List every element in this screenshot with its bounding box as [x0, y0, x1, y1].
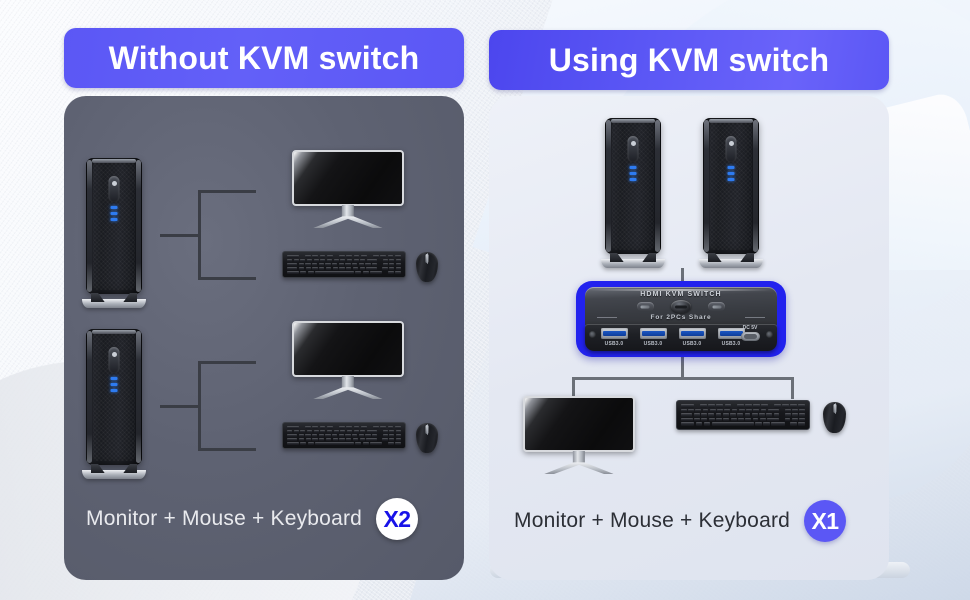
- connector-line: [160, 405, 200, 408]
- mouse: [416, 423, 438, 453]
- badge-quantity-left: X2: [376, 498, 419, 540]
- kvm-front-face: USB3.0 USB3.0 USB3.0 USB3.0 DC 5V: [585, 324, 777, 351]
- usb-port-4-label: USB3.0: [721, 341, 741, 347]
- kvm-selector-knob[interactable]: [671, 300, 691, 313]
- pc-tower: [698, 118, 764, 268]
- badge-quantity-right: X1: [804, 500, 847, 542]
- connector-line: [198, 361, 201, 451]
- keyboard: [676, 400, 810, 430]
- kvm-screw-left: [589, 331, 596, 338]
- connector-line: [572, 377, 794, 380]
- kvm-title-label: HDMI KVM SWITCH: [640, 291, 722, 298]
- dc-power-label: DC 5V: [742, 325, 758, 331]
- caption-right-text: Monitor + Mouse + Keyboard: [514, 509, 791, 532]
- header-without-kvm: Without KVM switch: [64, 28, 464, 88]
- usb-port-1-label: USB3.0: [604, 341, 624, 347]
- kvm-subtitle-rule-left: [597, 317, 617, 318]
- kvm-top-face: HDMI KVM SWITCH For 2PCs Share: [585, 287, 777, 327]
- monitor: [292, 150, 404, 228]
- connector-line: [198, 361, 256, 364]
- caption-left-text: Monitor + Mouse + Keyboard: [86, 507, 363, 530]
- connector-line: [198, 190, 201, 280]
- mouse: [823, 402, 846, 433]
- connector-line: [160, 234, 200, 237]
- monitor: [292, 321, 404, 399]
- dc-power-port[interactable]: [741, 332, 760, 341]
- kvm-subtitle-label: For 2PCs Share: [650, 314, 712, 321]
- pc-tower: [600, 118, 666, 268]
- mouse: [416, 252, 438, 282]
- pc-tower: [81, 329, 147, 479]
- caption-using-kvm: Monitor + Mouse + Keyboard X1: [514, 500, 847, 542]
- caption-without-kvm: Monitor + Mouse + Keyboard X2: [86, 498, 419, 540]
- kvm-screw-right: [766, 331, 773, 338]
- usb-port-2-label: USB3.0: [643, 341, 663, 347]
- pc-tower: [81, 158, 147, 308]
- connector-line: [681, 357, 684, 379]
- kvm-switch-device[interactable]: HDMI KVM SWITCH For 2PCs Share USB3.0 US…: [585, 287, 777, 351]
- kvm-subtitle-rule-right: [745, 317, 765, 318]
- usb-port-3-label: USB3.0: [682, 341, 702, 347]
- kvm-select-button-left[interactable]: [636, 302, 654, 311]
- keyboard: [282, 251, 406, 278]
- connector-line: [198, 277, 256, 280]
- connector-line: [198, 190, 256, 193]
- monitor: [523, 396, 635, 474]
- usb-port-3[interactable]: [679, 328, 706, 339]
- keyboard: [282, 422, 406, 449]
- usb-port-4[interactable]: [718, 328, 745, 339]
- usb-port-2[interactable]: [640, 328, 667, 339]
- connector-line: [572, 377, 575, 399]
- connector-line: [791, 377, 794, 399]
- kvm-select-button-right[interactable]: [708, 302, 726, 311]
- connector-line: [198, 448, 256, 451]
- usb-port-1[interactable]: [601, 328, 628, 339]
- header-using-kvm: Using KVM switch: [489, 30, 889, 90]
